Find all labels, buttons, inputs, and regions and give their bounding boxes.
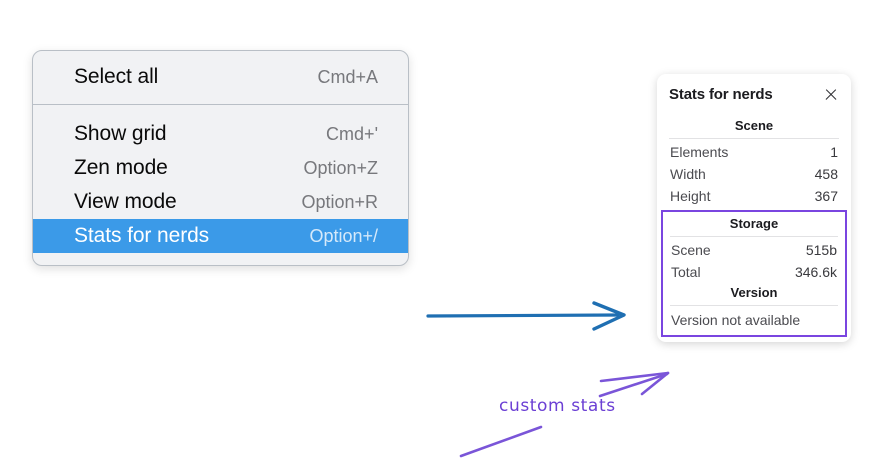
stat-row-storage-total: Total 346.6k — [670, 261, 838, 283]
menu-item-shortcut: Cmd+A — [317, 66, 378, 87]
scene-heading: Scene — [734, 118, 774, 133]
menu-item-zen-mode[interactable]: Zen mode Option+Z — [33, 151, 408, 185]
stats-for-nerds-panel: Stats for nerds Scene Elements 1 Width 4… — [657, 74, 851, 342]
stat-value: 515b — [805, 242, 837, 258]
menu-section-1: Select all Cmd+A — [33, 51, 408, 105]
divider — [670, 236, 838, 237]
menu-item-label: View mode — [74, 190, 177, 213]
stat-row-height: Height 367 — [669, 185, 839, 207]
stat-value: 346.6k — [794, 264, 837, 280]
stat-row-width: Width 458 — [669, 163, 839, 185]
storage-section: Storage Scene 515b Total 346.6k — [670, 214, 838, 283]
stat-label: Elements — [670, 144, 729, 160]
stat-row-storage-scene: Scene 515b — [670, 239, 838, 261]
menu-item-label: Zen mode — [74, 156, 168, 179]
scene-section: Scene Elements 1 Width 458 Height 367 — [669, 116, 839, 207]
menu-item-shortcut: Option+Z — [303, 157, 378, 178]
menu-item-label: Select all — [74, 65, 159, 88]
stat-label: Scene — [671, 242, 711, 258]
menu-item-shortcut: Cmd+' — [326, 123, 378, 144]
purple-arrow-underline — [459, 425, 543, 458]
panel-header: Stats for nerds — [669, 86, 839, 103]
menu-item-stats-for-nerds[interactable]: Stats for nerds Option+/ — [33, 219, 408, 253]
stat-label: Height — [670, 188, 711, 204]
menu-item-select-all[interactable]: Select all Cmd+A — [33, 60, 408, 94]
version-heading: Version — [730, 285, 778, 300]
version-section: Version Version not available — [670, 283, 838, 330]
stat-row-elements: Elements 1 — [669, 141, 839, 163]
storage-heading: Storage — [729, 216, 779, 231]
stat-label: Width — [670, 166, 706, 182]
menu-item-label: Show grid — [74, 122, 167, 145]
version-text: Version not available — [671, 312, 801, 328]
menu-item-view-mode[interactable]: View mode Option+R — [33, 185, 408, 219]
panel-title: Stats for nerds — [669, 86, 773, 103]
stat-value: 367 — [814, 188, 838, 204]
divider — [669, 138, 839, 139]
blue-arrow — [426, 301, 626, 331]
menu-item-shortcut: Option+/ — [309, 225, 378, 246]
menu-section-2: Show grid Cmd+' Zen mode Option+Z View m… — [33, 105, 408, 265]
stat-label: Total — [671, 264, 701, 280]
menu-item-show-grid[interactable]: Show grid Cmd+' — [33, 117, 408, 151]
custom-stats-highlight-box: Storage Scene 515b Total 346.6k Version … — [661, 210, 847, 337]
stat-value: 458 — [814, 166, 838, 182]
menu-item-label: Stats for nerds — [74, 224, 210, 247]
custom-stats-annotation-label: custom stats — [499, 396, 616, 416]
divider — [670, 305, 838, 306]
context-menu[interactable]: Select all Cmd+A Show grid Cmd+' Zen mod… — [32, 50, 409, 266]
menu-item-shortcut: Option+R — [301, 191, 378, 212]
close-icon[interactable] — [823, 87, 839, 103]
purple-arrow-to-box — [598, 371, 670, 398]
stat-value: 1 — [830, 144, 838, 160]
